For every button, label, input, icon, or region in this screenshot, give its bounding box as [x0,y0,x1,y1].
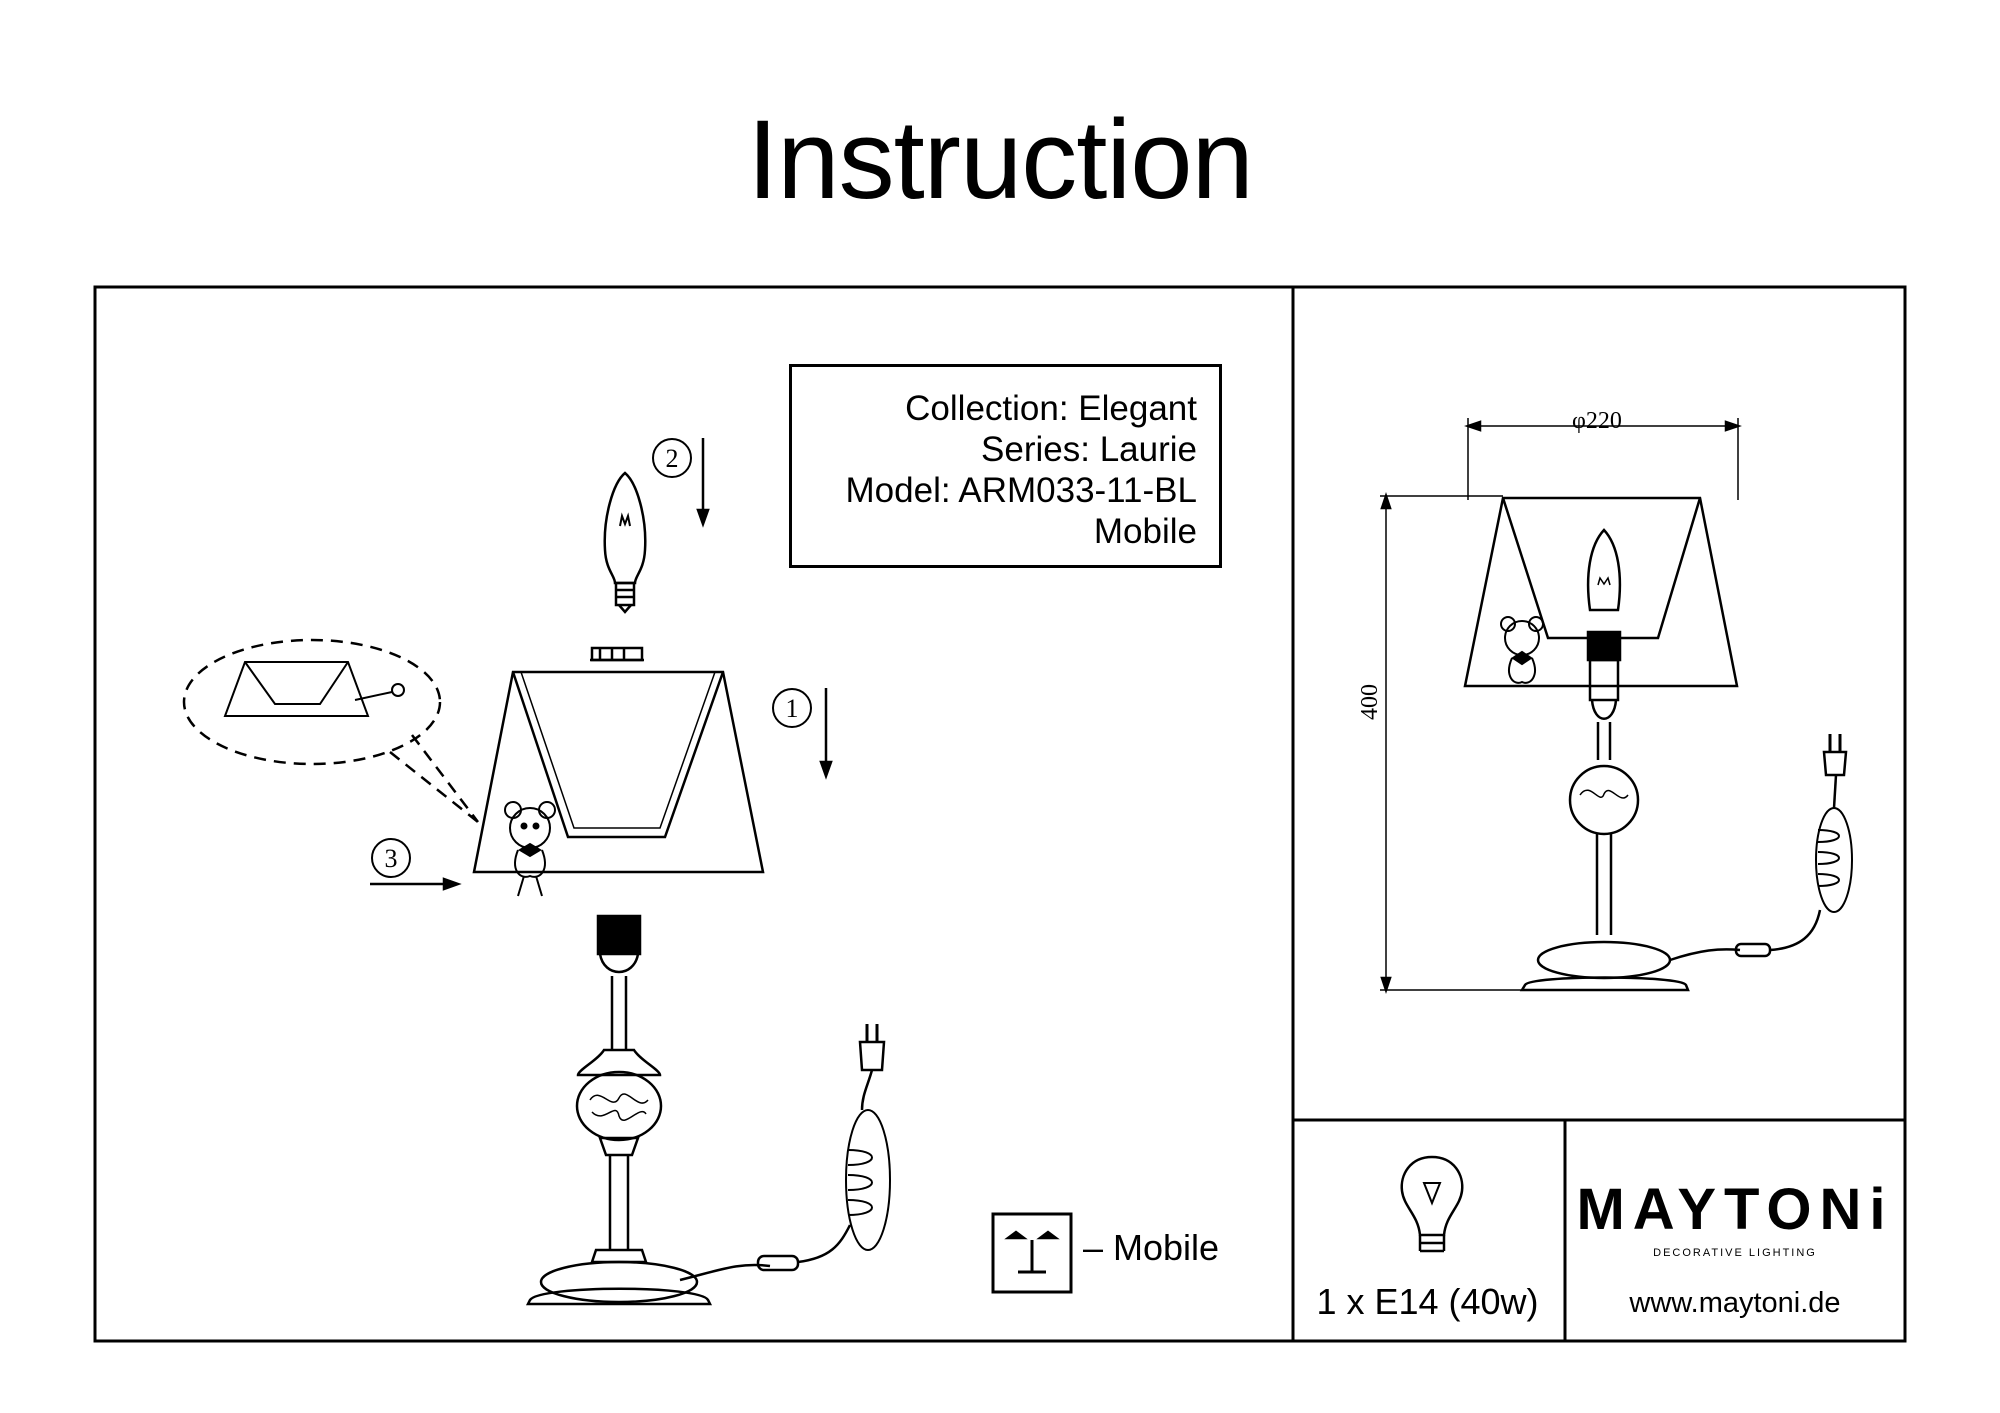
lamp-shade [472,670,765,874]
teddy-bear [504,801,556,897]
mobile-legend-label: – Mobile [1083,1227,1220,1268]
collection-label: Collection: Elegant [905,389,1197,428]
lamp-base [525,914,713,1306]
bulb-icon [603,471,647,614]
dimension-drawing [1380,418,1853,994]
step-1-number: 1 [786,694,799,723]
brand-tagline: DECORATIVE LIGHTING [1653,1247,1817,1259]
website-link[interactable]: www.maytoni.de [1629,1287,1841,1319]
type-label: Mobile [1093,512,1197,551]
power-cord [679,1069,891,1282]
main-frame [93,285,1907,1343]
plug-icon [858,1024,886,1072]
mobile-symbol-icon [991,1212,1073,1294]
product-info-box: Collection: Elegant Series: Laurie Model… [789,364,1222,568]
diameter-dimension: φ220 [1572,408,1622,434]
step-numbers: 2 1 3 [385,444,799,873]
page-title: Instruction [747,97,1254,222]
height-dimension: 400 [1357,684,1383,720]
bulb-spec-label: 1 x E14 (40w) [1316,1281,1539,1322]
step-2-number: 2 [666,444,679,473]
step-3-number: 3 [385,844,398,873]
bulb-spec-icon [1400,1155,1464,1253]
model-label: Model: ARM033-11-BL [845,471,1197,510]
series-label: Series: Laurie [981,430,1197,469]
brand-logo: MAYTONi [1576,1177,1894,1242]
detail-bubble [182,638,442,766]
